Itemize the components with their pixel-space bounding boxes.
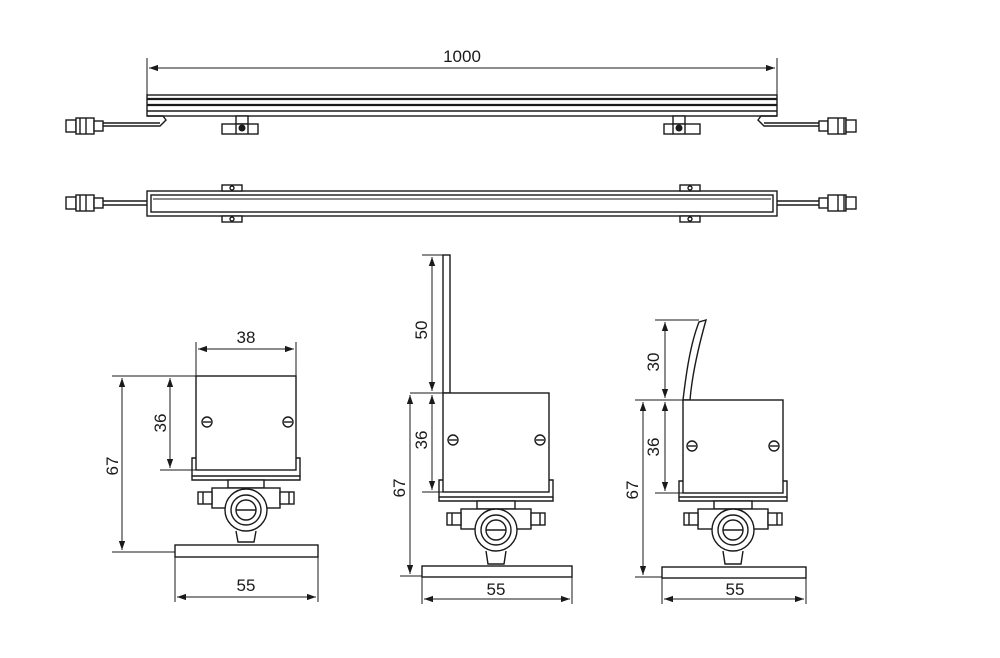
screw-icon <box>447 434 459 446</box>
dimension-label-55-angled: 55 <box>726 580 745 599</box>
angled-connector-assembly <box>683 500 783 565</box>
connector-left-top <box>65 117 104 135</box>
dimension-label-36-front: 36 <box>151 414 170 433</box>
mount-bracket-right-top <box>663 115 701 135</box>
dimension-label-1000: 1000 <box>443 47 481 66</box>
dimension-label-50: 50 <box>412 321 431 340</box>
front-view: 38 36 67 <box>103 328 319 602</box>
front-housing <box>195 375 297 471</box>
dimension-label-67-side: 67 <box>390 479 409 498</box>
curved-mount-bracket <box>682 318 708 401</box>
dimension-label-67-angled: 67 <box>623 481 642 500</box>
dimension-label-30: 30 <box>644 353 663 372</box>
mount-bracket-left-top <box>221 115 259 135</box>
side-view-straight-bracket: 50 36 67 <box>390 254 573 604</box>
mount-clip-right-plan <box>679 184 701 223</box>
straight-mount-bracket <box>442 254 451 394</box>
dimension-label-55-side: 55 <box>487 580 506 599</box>
front-connector-assembly <box>197 479 295 543</box>
connector-right-plan <box>818 194 857 212</box>
screw-icon <box>201 416 213 428</box>
side-base-plate <box>421 565 573 578</box>
connector-right-top <box>818 117 857 135</box>
dimension-label-55-front: 55 <box>237 576 256 595</box>
bar-elevation-view: 1000 <box>65 47 857 135</box>
dimension-label-38: 38 <box>237 328 256 347</box>
angled-housing <box>682 399 784 494</box>
screw-icon <box>534 434 546 446</box>
side-view-curved-bracket: 30 36 67 <box>623 318 807 604</box>
mount-clip-left-plan <box>221 184 243 223</box>
screw-icon <box>282 416 294 428</box>
side-housing <box>442 392 550 493</box>
screw-icon <box>686 440 698 452</box>
dimension-label-36-angled: 36 <box>644 438 663 457</box>
dimension-label-36-side: 36 <box>412 431 431 450</box>
screw-icon <box>768 440 780 452</box>
front-base-plate <box>174 544 319 558</box>
bar-plan-view <box>65 184 857 223</box>
dimension-label-67-front: 67 <box>103 457 122 476</box>
angled-base-plate <box>661 566 807 579</box>
connector-left-plan <box>65 194 104 212</box>
side-connector-assembly <box>446 500 546 565</box>
